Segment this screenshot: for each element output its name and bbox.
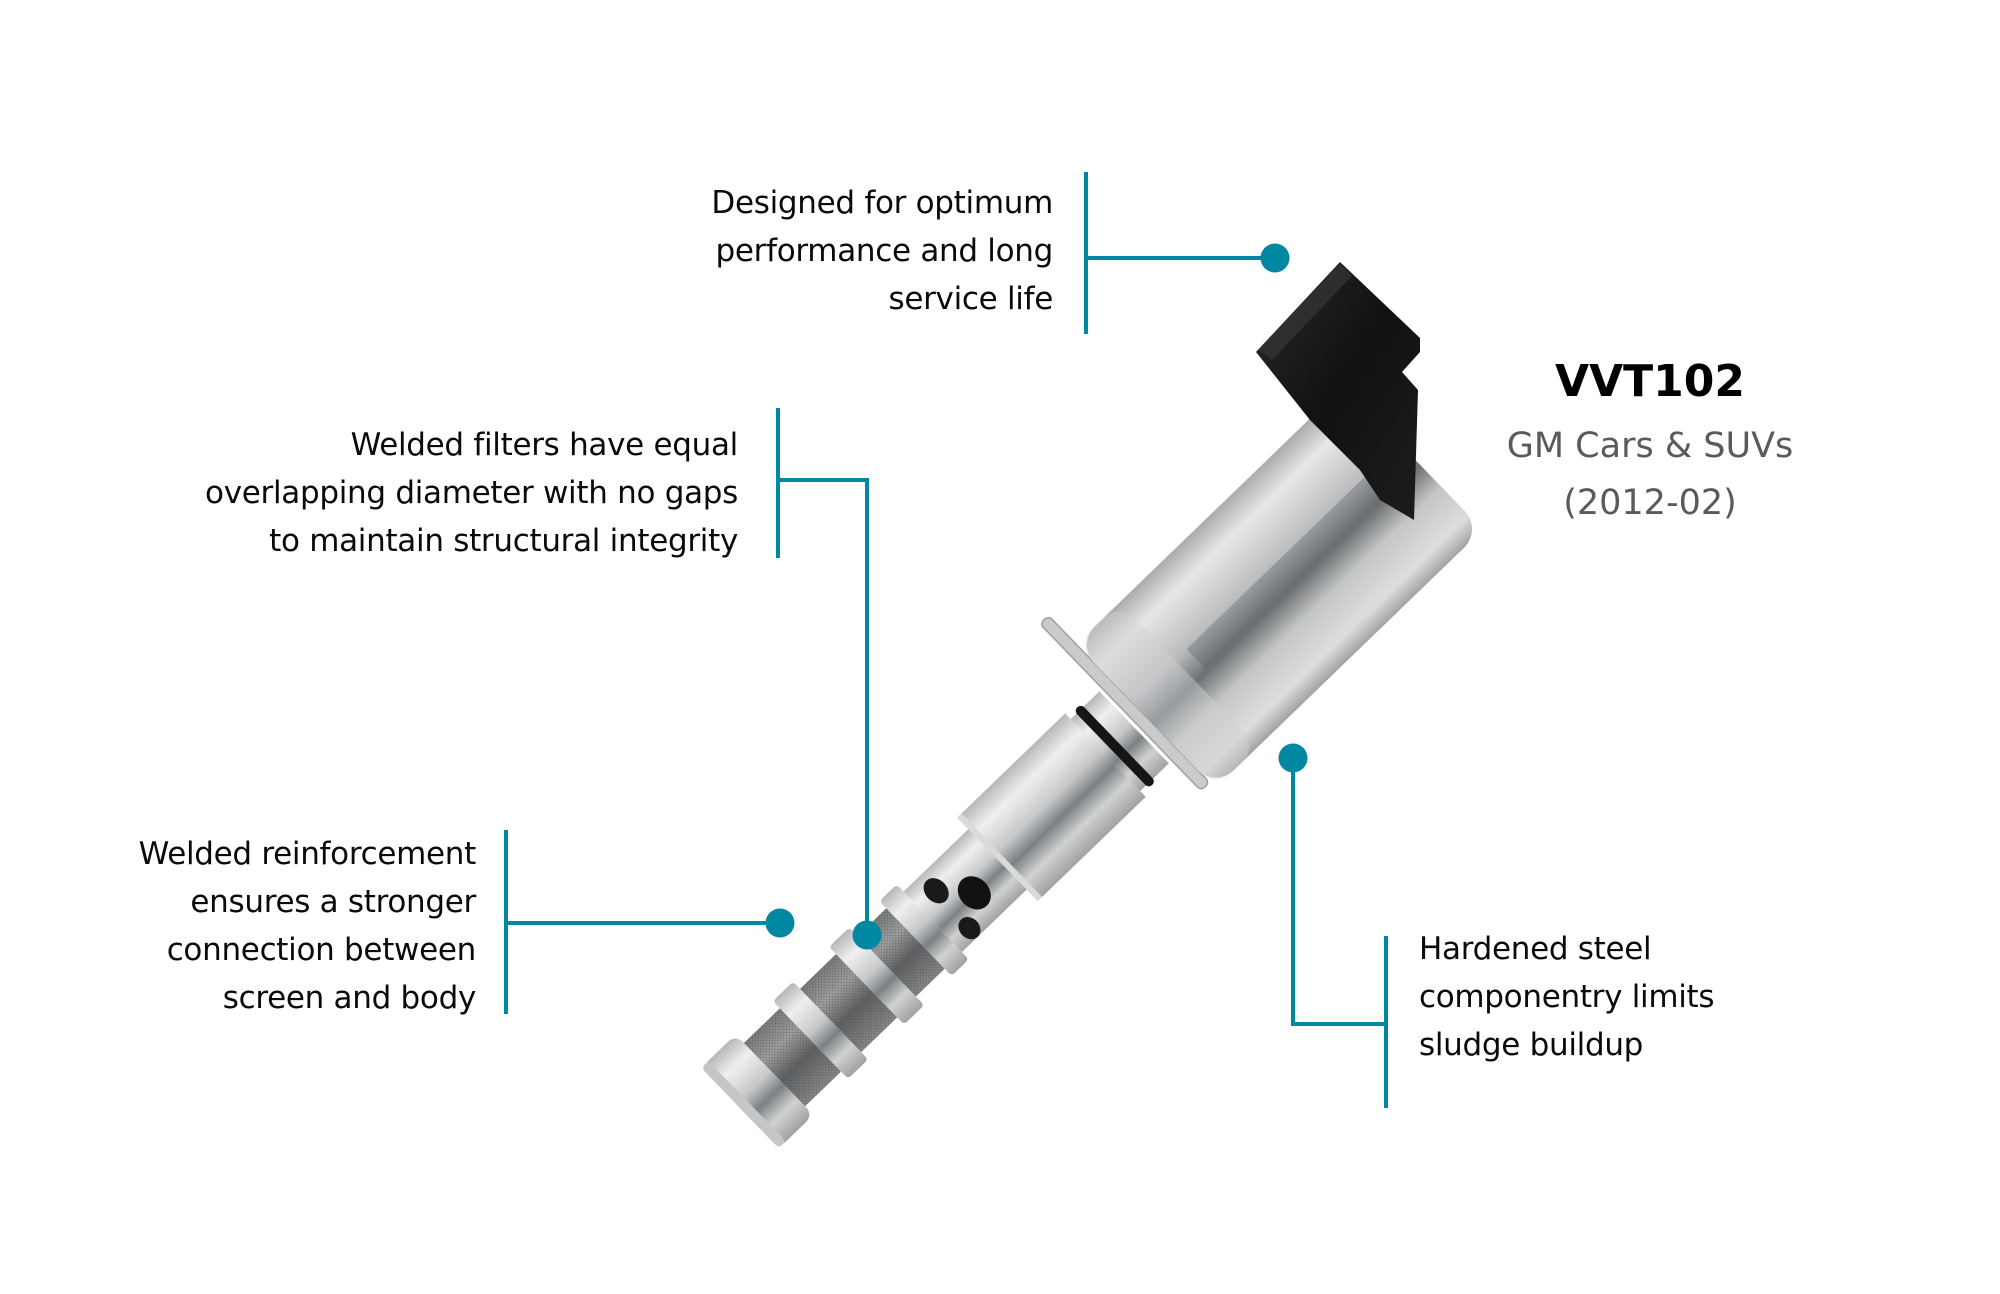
part-number: VVT102 <box>1555 356 1745 407</box>
callout-line: Hardened steel <box>1419 931 1652 967</box>
callout-line: screen and body <box>222 980 477 1016</box>
callout-steel-leader-h <box>1291 1022 1388 1026</box>
callout-performance-bracket <box>1084 172 1088 334</box>
callout-dot-icon <box>1260 243 1290 273</box>
callout-line: connection between <box>166 932 477 968</box>
vehicle-application: GM Cars & SUVs <box>1506 426 1794 466</box>
callout-steel-leader-v <box>1291 758 1295 1026</box>
callout-line: componentry limits <box>1419 979 1715 1015</box>
callout-line: Welded reinforcement <box>138 836 477 872</box>
callout-filters-text: Welded filters have equal overlapping di… <box>205 421 738 565</box>
callout-line: Designed for optimum <box>711 185 1053 221</box>
callout-dot-icon <box>852 920 882 950</box>
electrical-connector <box>1256 262 1420 520</box>
callout-reinforcement-leader <box>506 921 778 925</box>
callout-filters-leader-v <box>865 478 869 933</box>
callout-steel-text: Hardened steel componentry limits sludge… <box>1419 925 1715 1069</box>
model-years: (2012-02) <box>1563 483 1737 523</box>
callout-line: overlapping diameter with no gaps <box>205 475 738 511</box>
callout-filters-leader-h <box>778 478 868 482</box>
callout-steel-bracket <box>1384 936 1388 1108</box>
callout-line: sludge buildup <box>1419 1027 1644 1063</box>
callout-line: performance and long <box>715 233 1054 269</box>
callout-line: to maintain structural integrity <box>269 523 738 559</box>
callout-filters-bracket <box>776 408 780 558</box>
end-cap <box>703 1038 810 1147</box>
callout-line: service life <box>888 281 1053 317</box>
callout-reinforcement-text: Welded reinforcement ensures a stronger … <box>138 830 477 1022</box>
callout-dot-icon <box>765 908 795 938</box>
callout-line: Welded filters have equal <box>350 427 739 463</box>
callout-performance-leader <box>1086 256 1273 260</box>
callout-performance-text: Designed for optimum performance and lon… <box>711 179 1053 323</box>
callout-line: ensures a stronger <box>190 884 476 920</box>
